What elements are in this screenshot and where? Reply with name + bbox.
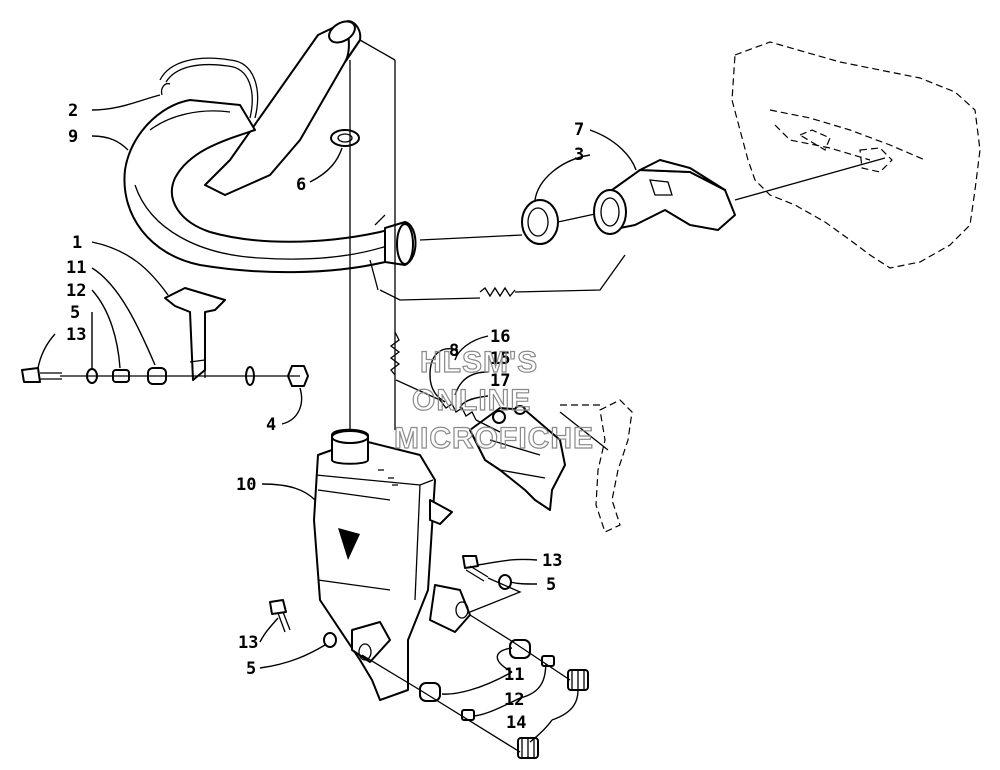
bracket-1 — [164, 287, 226, 381]
callout-3: 3 — [574, 145, 584, 165]
grommet-6 — [330, 129, 360, 147]
callout-5: 5 — [70, 303, 80, 323]
engine-outline — [731, 41, 981, 269]
callout-12: 12 — [66, 281, 86, 301]
callout-13: 13 — [66, 325, 86, 345]
callout-8: 8 — [449, 341, 459, 361]
callout-17: 17 — [490, 371, 510, 391]
leader-lines — [37, 94, 637, 743]
callout-13-right: 13 — [542, 551, 562, 571]
silencer-10 — [313, 428, 471, 701]
callout-12-lower: 12 — [504, 690, 524, 710]
callout-14: 14 — [506, 713, 526, 733]
engine-bracket — [469, 405, 566, 511]
watermark-line-1: HLSM'S — [420, 346, 538, 379]
callout-16: 16 — [490, 327, 510, 347]
watermark-line-2: ONLINE — [412, 384, 531, 417]
callout-9: 9 — [68, 127, 78, 147]
callout-5-lower: 5 — [246, 659, 256, 679]
seal-3 — [521, 199, 559, 245]
callout-6: 6 — [296, 175, 306, 195]
callout-10: 10 — [236, 475, 256, 495]
callout-11: 11 — [66, 258, 86, 278]
callouts: 2 9 1 11 12 5 13 4 6 7 3 8 16 15 17 10 1… — [66, 101, 584, 733]
watermark-line-3: MICROFICHE — [394, 422, 594, 455]
callout-4: 4 — [266, 415, 276, 435]
callout-11-lower: 11 — [504, 665, 524, 685]
callout-2: 2 — [68, 101, 78, 121]
frame-outline — [560, 399, 633, 533]
callout-5-right: 5 — [546, 575, 556, 595]
callout-1: 1 — [72, 233, 82, 253]
assembly-lines — [60, 39, 626, 753]
callout-7: 7 — [574, 120, 584, 140]
callout-13-lower: 13 — [238, 633, 258, 653]
lower-hardware — [269, 555, 589, 759]
expansion-chamber — [123, 20, 417, 291]
exhaust-manifold — [593, 159, 736, 235]
callout-15: 15 — [490, 349, 510, 369]
watermark: HLSM'S ONLINE MICROFICHE — [393, 345, 594, 455]
